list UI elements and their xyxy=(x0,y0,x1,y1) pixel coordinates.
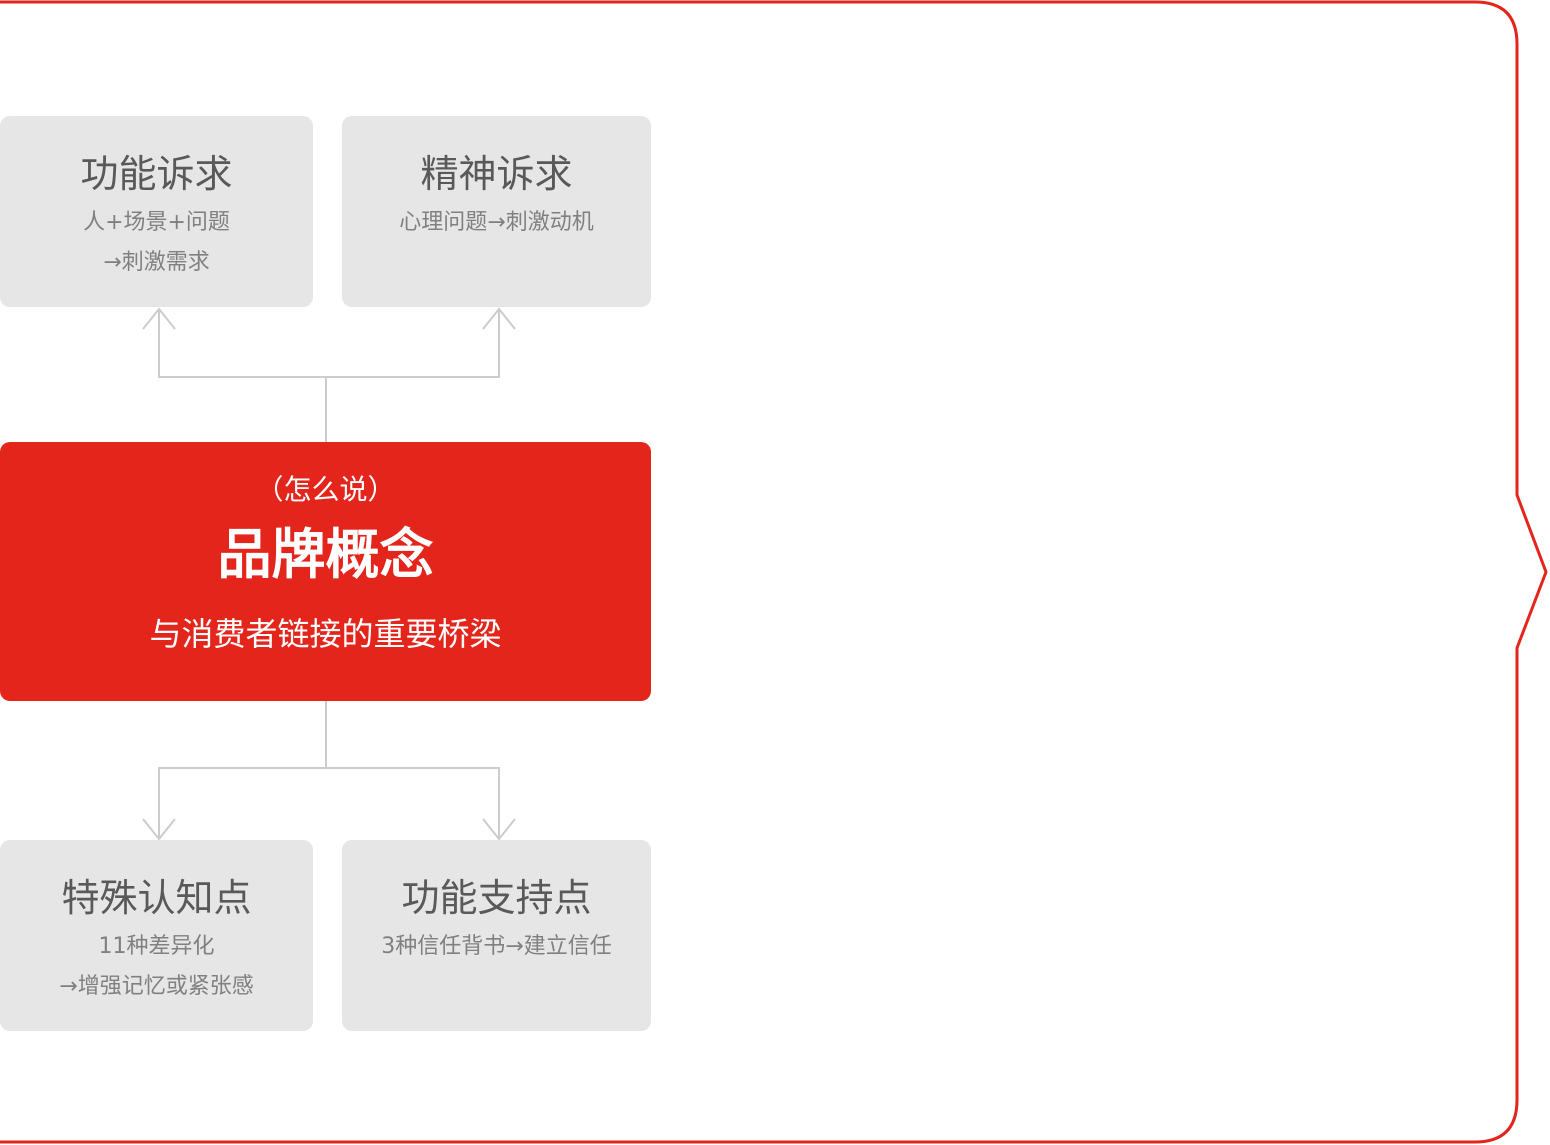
node-description-line: →增强记忆或紧张感 xyxy=(59,974,254,999)
center-subtitle: 与消费者链接的重要桥梁 xyxy=(149,615,502,653)
node-description: 3种信任背书→建立信任 xyxy=(342,927,651,967)
arrow-up-icon xyxy=(482,307,516,330)
node-brand-concept: （怎么说） 品牌概念 与消费者链接的重要桥梁 xyxy=(0,442,651,701)
node-description: 心理问题→刺激动机 xyxy=(342,203,651,243)
node-description-line: 3种信任背书→建立信任 xyxy=(381,934,612,959)
node-functional-appeal: 功能诉求 人+场景+问题 →刺激需求 xyxy=(0,116,313,307)
node-description-line: 11种差异化 xyxy=(98,934,215,959)
upper-connector xyxy=(142,307,516,442)
center-title: 品牌概念 xyxy=(217,523,434,586)
arrow-down-icon xyxy=(482,818,516,841)
node-description-line: 心理问题→刺激动机 xyxy=(399,210,594,235)
lower-connector xyxy=(142,701,516,841)
node-title: 精神诉求 xyxy=(420,152,573,196)
center-prefix: （怎么说） xyxy=(255,473,396,506)
lower-branch-line xyxy=(158,767,500,838)
upper-branch-line xyxy=(158,310,500,378)
node-description: 人+场景+问题 →刺激需求 xyxy=(0,203,313,283)
node-description: 11种差异化 →增强记忆或紧张感 xyxy=(0,927,313,1007)
node-spiritual-appeal: 精神诉求 心理问题→刺激动机 xyxy=(342,116,651,307)
node-title: 功能诉求 xyxy=(80,152,233,196)
node-description-line: 人+场景+问题 xyxy=(83,210,230,235)
node-title: 特殊认知点 xyxy=(61,876,252,920)
arrow-down-icon xyxy=(142,818,176,841)
node-special-cognition: 特殊认知点 11种差异化 →增强记忆或紧张感 xyxy=(0,840,313,1031)
arrow-up-icon xyxy=(142,307,176,330)
node-title: 功能支持点 xyxy=(401,876,592,920)
node-functional-support: 功能支持点 3种信任背书→建立信任 xyxy=(342,840,651,1031)
node-description-line: →刺激需求 xyxy=(103,250,210,275)
